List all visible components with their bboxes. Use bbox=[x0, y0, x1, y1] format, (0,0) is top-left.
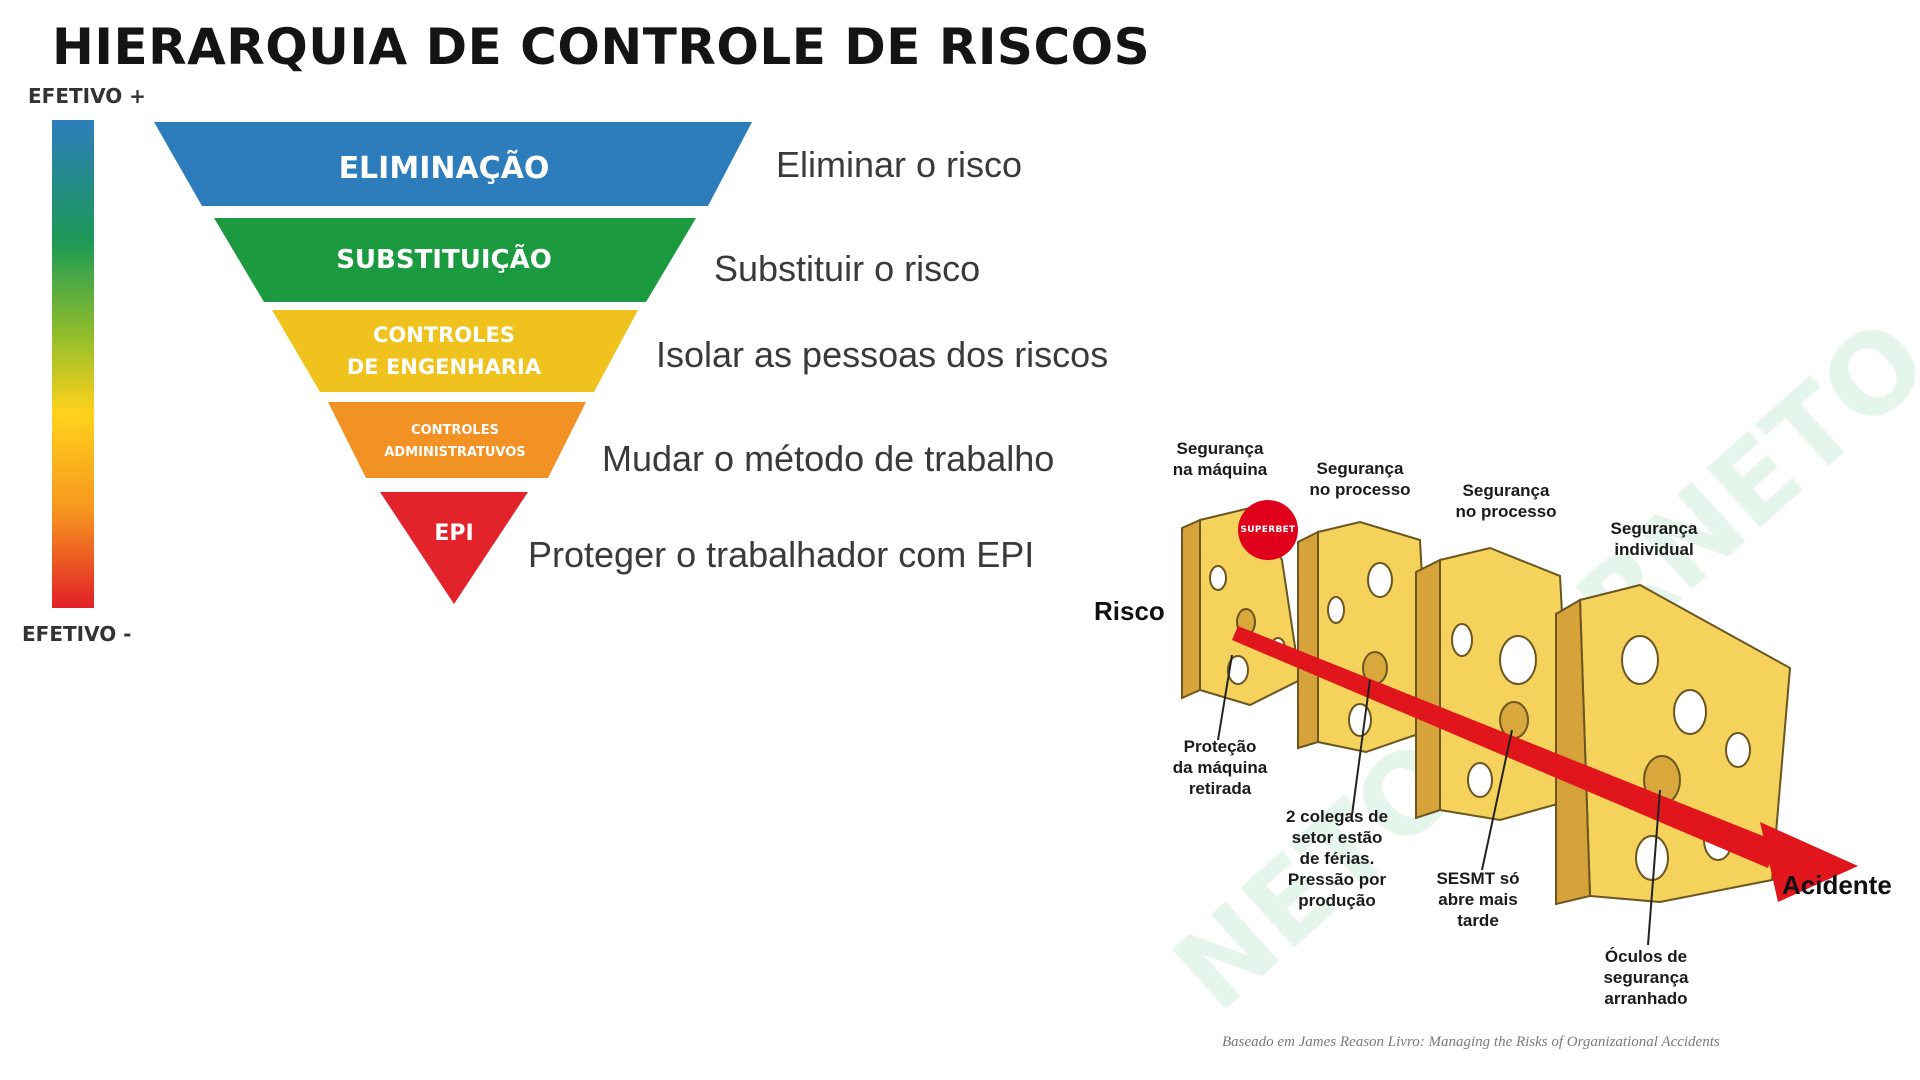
pyramid-label-ppe: EPI bbox=[434, 521, 473, 546]
accident-label: Acidente bbox=[1782, 870, 1892, 900]
layer-failure-3: SESMT só abre mais tarde bbox=[1436, 869, 1520, 930]
pyramid-level-elimination bbox=[154, 122, 752, 206]
pointer-line-3 bbox=[1481, 729, 1513, 871]
effective-minus-label: EFETIVO - bbox=[22, 622, 132, 646]
pyramid-desc-administrative: Mudar o método de trabalho bbox=[602, 438, 1055, 479]
superbet-badge: SUPERBET bbox=[1238, 500, 1298, 560]
effective-plus-label: EFETIVO + bbox=[28, 84, 146, 108]
cheese-slice-4 bbox=[1555, 583, 1792, 906]
source-credit: Baseado em James Reason Livro: Managing … bbox=[1222, 1034, 1720, 1050]
pyramid-desc-engineering: Isolar as pessoas dos riscos bbox=[656, 334, 1109, 375]
pyramid-level-engineering bbox=[272, 310, 638, 392]
effectiveness-gradient-bar bbox=[52, 120, 94, 608]
pyramid-level-substitution bbox=[214, 218, 696, 302]
layer-header-1: Segurança na máquina bbox=[1172, 439, 1268, 479]
pyramid-label-elimination: ELIMINAÇÃO bbox=[339, 149, 550, 186]
layer-failure-2: 2 colegas de setor estão de férias. Pres… bbox=[1285, 807, 1389, 910]
layer-failure-4: Óculos de segurança arranhado bbox=[1603, 947, 1689, 1008]
pointer-line-1 bbox=[1217, 654, 1233, 741]
pyramid-level-administrative bbox=[328, 402, 586, 478]
risk-label: Risco bbox=[1094, 596, 1165, 626]
pyramid-desc-elimination: Eliminar o risco bbox=[776, 144, 1023, 185]
layer-header-4: Segurança individual bbox=[1610, 519, 1698, 559]
pointer-line-4 bbox=[1647, 789, 1661, 946]
cheese-slice-3 bbox=[1415, 546, 1574, 822]
pyramid-desc-substitution: Substituir o risco bbox=[714, 248, 981, 289]
layer-failure-1: Proteção da máquina retirada bbox=[1172, 737, 1268, 798]
pyramid-desc-ppe: Proteger o trabalhador com EPI bbox=[528, 534, 1035, 575]
pyramid-level-ppe bbox=[380, 492, 528, 604]
page-title: HIERARQUIA DE CONTROLE DE RISCOS bbox=[52, 18, 1151, 76]
pointer-line-2 bbox=[1351, 679, 1371, 816]
layer-header-2: Segurança no processo bbox=[1309, 459, 1411, 499]
layer-header-3: Segurança no processo bbox=[1455, 481, 1557, 521]
pyramid-label-substitution: SUBSTITUIÇÃO bbox=[336, 243, 552, 275]
